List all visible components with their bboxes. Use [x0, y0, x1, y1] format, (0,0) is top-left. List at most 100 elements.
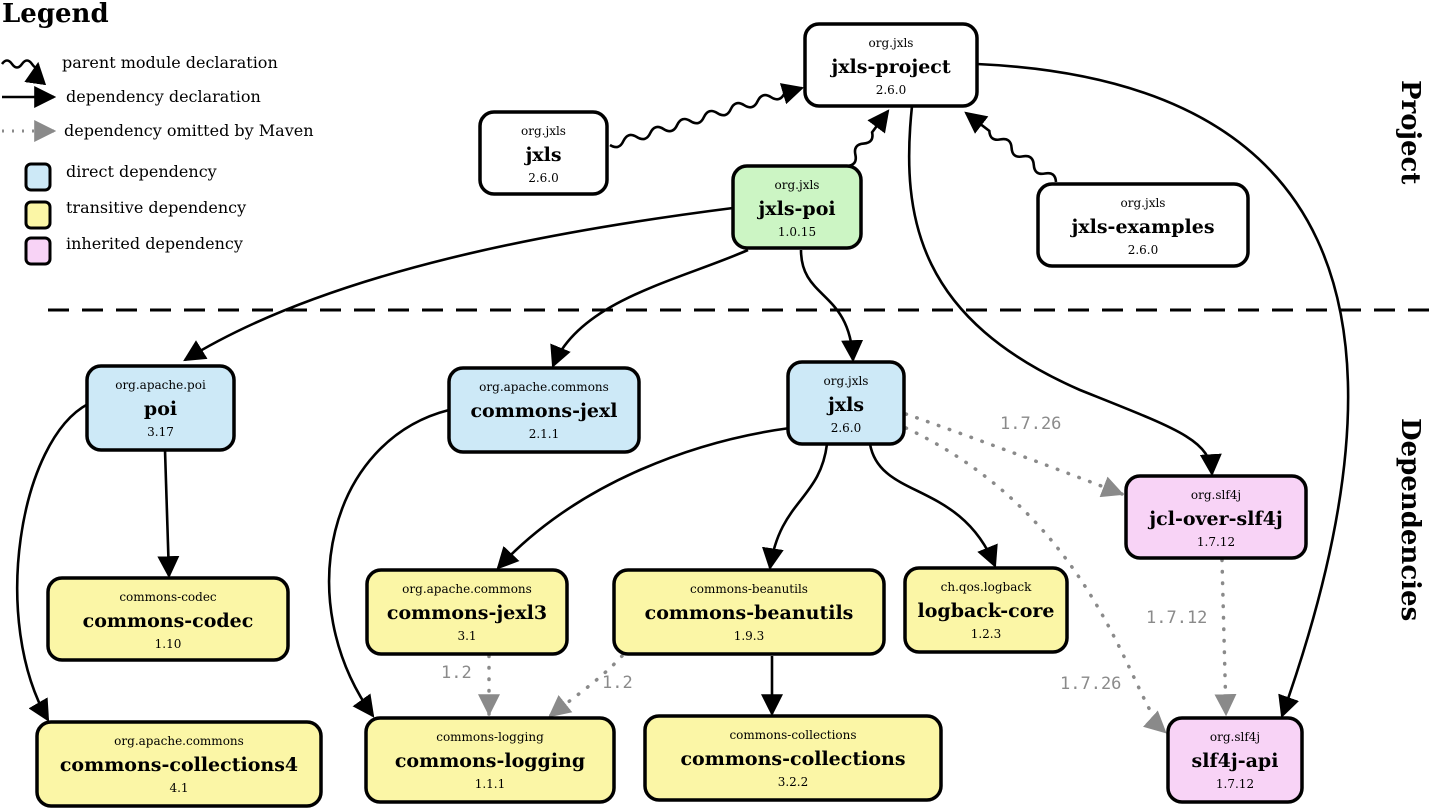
node-slf4j-api[interactable]: org.slf4j slf4j-api 1.7.12 — [1166, 716, 1304, 804]
node-group-id: commons-codec — [119, 590, 217, 604]
legend-item-parent: parent module declaration — [0, 53, 278, 86]
node-group-id: org.apache.poi — [115, 378, 206, 392]
node-box — [447, 366, 641, 454]
node-box — [786, 360, 906, 446]
node-artifact-id: jxls — [826, 394, 864, 416]
node-version: 3.17 — [147, 425, 174, 439]
direct-swatch-icon — [24, 162, 52, 192]
node-box — [1166, 716, 1304, 804]
edge-dep-jxls-project-to-jcl-over-slf4j — [907, 105, 1222, 477]
node-box — [364, 716, 616, 804]
node-commons-jexl[interactable]: org.apache.commons commons-jexl 2.1.1 — [447, 366, 641, 454]
node-box — [35, 720, 323, 808]
node-group-id: ch.qos.logback — [941, 580, 1032, 594]
node-version: 1.10 — [155, 637, 182, 651]
node-artifact-id: slf4j-api — [1192, 750, 1279, 772]
node-group-id: org.apache.commons — [114, 734, 244, 748]
legend-title: Legend — [2, 0, 109, 29]
edge-label: 1.2 — [441, 663, 472, 683]
edge-label: 1.7.26 — [1060, 674, 1121, 694]
edge-parent-jxls-examples-to-jxls-project — [964, 111, 1058, 183]
node-version: 1.2.3 — [971, 627, 1002, 641]
node-group-id: org.slf4j — [1210, 730, 1260, 744]
edge-omitted-jcl-over-slf4j-to-slf4j-api — [1214, 558, 1237, 717]
node-version: 2.6.0 — [1128, 243, 1159, 257]
node-commons-collections4[interactable]: org.apache.commonscommons-collections44.… — [35, 720, 323, 808]
wavy-arrow-icon — [0, 59, 47, 86]
node-artifact-id: commons-codec — [83, 610, 254, 632]
node-artifact-id: commons-collections4 — [60, 754, 298, 776]
node-artifact-id: logback-core — [918, 600, 1055, 622]
node-version: 2.6.0 — [831, 421, 862, 435]
node-group-id: org.apache.commons — [402, 582, 532, 596]
node-artifact-id: commons-logging — [395, 750, 585, 772]
node-artifact-id: jxls-poi — [756, 198, 835, 220]
legend-label-omitted: dependency omitted by Maven — [64, 121, 314, 140]
node-logback-core[interactable]: ch.qos.logback logback-core 1.2.3 — [903, 566, 1069, 654]
edge-label: 1.2 — [602, 673, 633, 693]
section-label-dependencies: Dependencies — [1395, 418, 1425, 621]
edges-layer — [15, 62, 1350, 734]
node-group-id: org.jxls — [1121, 196, 1166, 210]
node-artifact-id: commons-jexl3 — [387, 602, 547, 624]
node-box — [612, 568, 886, 656]
edge-dep-commons-jexl-to-commons-logging — [327, 408, 450, 718]
transitive-swatch-icon — [24, 200, 52, 230]
node-version: 2.6.0 — [876, 83, 907, 97]
node-box — [85, 364, 236, 452]
edge-labels-layer: 1.7.26 1.7.26 1.7.12 1.2 1.2 — [441, 414, 1207, 694]
node-version: 1.7.12 — [1216, 777, 1254, 791]
node-group-id: org.jxls — [521, 124, 566, 138]
node-group-id: commons-beanutils — [690, 582, 808, 596]
node-box — [803, 22, 979, 108]
edge-dep-jxls-poi-to-commons-jexl — [550, 248, 749, 369]
node-artifact-id: jcl-over-slf4j — [1147, 508, 1282, 530]
edge-dep-jxls-dep-to-logback-core — [868, 443, 998, 569]
node-version: 2.1.1 — [529, 427, 560, 441]
node-poi[interactable]: org.apache.poi poi 3.17 — [85, 364, 236, 452]
node-box — [1124, 474, 1308, 560]
node-artifact-id: poi — [144, 398, 177, 420]
node-jxls-parent-child[interactable]: org.jxls jxls 2.6.0 — [478, 110, 609, 196]
edge-dep-poi-to-commons-codec — [157, 449, 180, 579]
legend-item-direct: direct dependency — [24, 162, 217, 192]
node-artifact-id: jxls-project — [829, 56, 951, 78]
edge-label: 1.7.26 — [1000, 414, 1061, 434]
node-version: 1.9.3 — [734, 629, 765, 643]
edge-dep-jxls-poi-to-poi — [183, 206, 734, 362]
node-box — [903, 566, 1069, 654]
edge-parent-jxls-parent-child-to-jxls-project — [609, 83, 805, 149]
node-commons-collections[interactable]: commons-collectionscommons-collections3.… — [643, 714, 943, 802]
node-group-id: org.jxls — [824, 374, 869, 388]
node-version: 2.6.0 — [528, 171, 559, 185]
node-group-id: commons-collections — [729, 728, 856, 742]
node-group-id: org.apache.commons — [479, 380, 609, 394]
node-box — [478, 110, 609, 196]
node-artifact-id: commons-jexl — [470, 400, 617, 422]
node-jxls-dep[interactable]: org.jxls jxls 2.6.0 — [786, 360, 906, 446]
edge-dep-jxls-poi-to-jxls-dep — [799, 249, 864, 363]
node-version: 1.1.1 — [475, 777, 506, 791]
edge-dep-jxls-dep-to-commons-beanutils — [762, 443, 829, 571]
legend-label-direct: direct dependency — [66, 162, 217, 181]
edge-dep-jxls-dep-to-commons-jexl3 — [496, 426, 791, 570]
legend-item-inherited: inherited dependency — [24, 234, 243, 266]
node-group-id: org.jxls — [775, 178, 820, 192]
legend-label-inherited: inherited dependency — [66, 234, 243, 253]
node-box — [1036, 182, 1250, 268]
legend-label-dependency: dependency declaration — [66, 87, 261, 106]
node-artifact-id: jxls — [523, 144, 561, 166]
legend-item-omitted: dependency omitted by Maven — [2, 120, 314, 142]
node-commons-codec[interactable]: commons-codec commons-codec 1.10 — [46, 576, 290, 662]
edge-label: 1.7.12 — [1146, 608, 1207, 628]
node-artifact-id: commons-collections — [680, 748, 905, 770]
node-group-id: org.slf4j — [1191, 488, 1241, 502]
